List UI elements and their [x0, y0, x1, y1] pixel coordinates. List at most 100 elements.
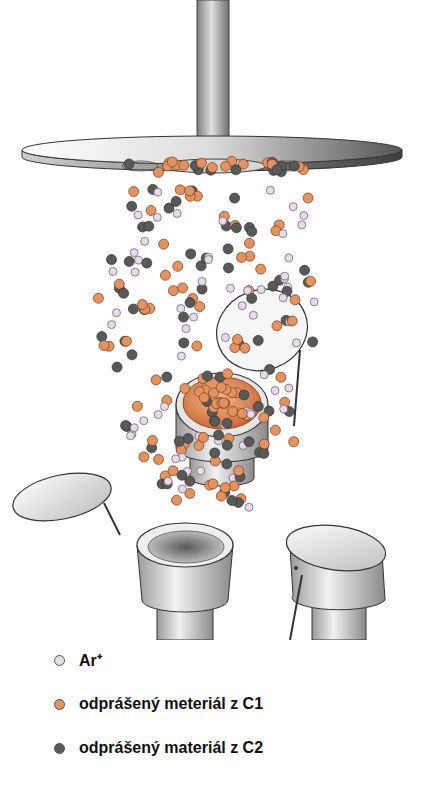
- legend-text: odprášený meteriál z C1: [79, 695, 263, 713]
- particle: [173, 209, 181, 217]
- particle: [174, 436, 184, 446]
- particle: [308, 337, 318, 347]
- legend-row: Ar⁺: [54, 648, 102, 672]
- particle: [179, 485, 187, 493]
- particle-cloud: [93, 156, 318, 511]
- particle: [285, 384, 293, 392]
- particle: [253, 335, 263, 345]
- particle: [298, 221, 306, 229]
- particle: [244, 437, 254, 447]
- shutter-open: [205, 277, 319, 426]
- particle: [154, 455, 164, 465]
- legend-row: odprášený meteriál z C1: [54, 692, 263, 716]
- particle: [179, 338, 189, 348]
- particle: [159, 239, 169, 249]
- magnetron-c2: [9, 465, 233, 640]
- particle: [259, 413, 269, 423]
- particle: [146, 206, 156, 216]
- particle: [121, 336, 131, 346]
- magnetron-closed: [283, 519, 388, 640]
- particle: [293, 339, 301, 347]
- particle: [127, 432, 135, 440]
- particle: [151, 375, 161, 385]
- particle: [183, 434, 193, 444]
- particle: [182, 325, 190, 333]
- particle: [186, 249, 196, 259]
- particle: [164, 477, 172, 485]
- particle: [259, 449, 269, 459]
- particle: [197, 467, 205, 475]
- particle: [141, 237, 149, 245]
- particle: [306, 276, 316, 286]
- particle: [237, 252, 247, 262]
- particle: [167, 157, 177, 167]
- particle: [303, 193, 313, 203]
- holder-shaft: [197, 0, 229, 150]
- particle: [227, 496, 237, 506]
- particle: [245, 503, 253, 511]
- legend-swatch: [54, 743, 65, 754]
- particle: [144, 221, 154, 231]
- particle: [140, 417, 148, 425]
- particle: [289, 437, 299, 447]
- particle: [109, 268, 117, 276]
- particle: [256, 264, 266, 274]
- particle: [172, 455, 180, 463]
- particle: [280, 405, 288, 413]
- particle: [249, 311, 257, 319]
- particle: [231, 165, 241, 175]
- particle: [221, 161, 231, 171]
- particle: [198, 432, 208, 442]
- particle: [199, 393, 209, 403]
- particle: [238, 302, 246, 310]
- particle: [192, 341, 202, 351]
- particle: [279, 294, 287, 302]
- particle: [148, 436, 158, 446]
- particle: [177, 305, 185, 313]
- particle: [289, 203, 297, 211]
- particle: [247, 293, 257, 303]
- particle: [226, 284, 234, 292]
- particle: [222, 459, 232, 469]
- particle: [210, 448, 220, 458]
- particle: [197, 158, 207, 168]
- particle: [222, 418, 232, 428]
- particle: [185, 298, 195, 308]
- particle: [233, 335, 243, 345]
- particle: [272, 321, 282, 331]
- particle: [164, 203, 174, 213]
- particle: [177, 352, 185, 360]
- particle: [185, 476, 195, 486]
- particle: [153, 167, 163, 177]
- particle: [289, 161, 299, 171]
- legend-row: odprášený materiál z C2: [54, 736, 263, 760]
- particle: [279, 230, 287, 238]
- particle: [179, 312, 189, 322]
- legend-text: Ar⁺: [79, 649, 102, 671]
- particle: [240, 343, 250, 353]
- particle: [244, 287, 252, 295]
- particle: [121, 421, 131, 431]
- particle: [175, 185, 185, 195]
- particle: [124, 257, 134, 267]
- particle: [239, 390, 249, 400]
- particle: [310, 298, 318, 306]
- particle: [285, 254, 293, 262]
- particle: [287, 316, 297, 326]
- particle: [93, 293, 103, 303]
- particle: [127, 201, 137, 211]
- particle: [268, 281, 278, 291]
- particle: [134, 211, 142, 219]
- particle: [300, 265, 310, 275]
- particle: [219, 398, 229, 408]
- particle: [220, 398, 230, 408]
- particle: [124, 159, 134, 169]
- particle: [272, 165, 282, 175]
- particle: [132, 401, 142, 411]
- particle: [266, 186, 274, 194]
- particle: [178, 283, 188, 293]
- particle: [247, 410, 255, 418]
- particle: [228, 407, 238, 417]
- particle: [223, 369, 233, 379]
- particle: [180, 384, 190, 394]
